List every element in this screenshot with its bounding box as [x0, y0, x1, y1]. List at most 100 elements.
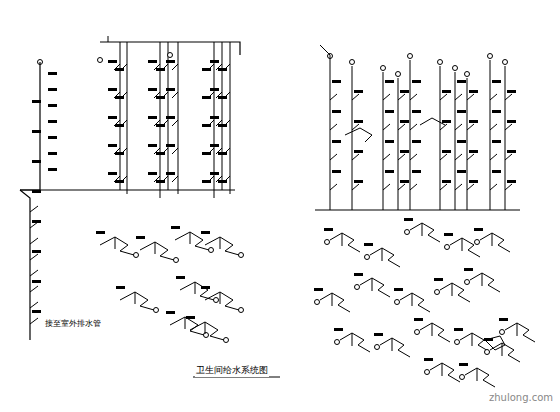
- pipe-line: [490, 124, 497, 130]
- riser-mark: [325, 240, 330, 245]
- pipe-tag: [48, 152, 57, 155]
- riser-mark: [239, 308, 244, 313]
- pipe-line: [372, 278, 373, 291]
- pipe-tag: [116, 286, 125, 289]
- pipe-line: [30, 318, 38, 324]
- pipe-tag: [469, 150, 478, 153]
- pipe-tag: [507, 180, 516, 183]
- pipe-tag: [464, 268, 473, 271]
- pipe-tag: [469, 120, 478, 123]
- pipe-tag: [492, 80, 501, 83]
- pipe-line: [505, 66, 506, 210]
- riser-mark: [154, 308, 159, 313]
- pipe-line: [465, 368, 495, 387]
- pipe-tag: [442, 180, 451, 183]
- pipe-line: [121, 120, 127, 126]
- pipe-line: [208, 92, 214, 98]
- pipe-tag: [442, 120, 451, 123]
- pipe-tag: [385, 140, 394, 143]
- pipe-line: [455, 154, 462, 160]
- pipe-line: [455, 184, 462, 190]
- pipe-tag: [108, 88, 117, 91]
- riser-mark: [415, 330, 420, 335]
- pipe-line: [332, 293, 333, 306]
- pipe-line: [205, 322, 206, 334]
- pipe-tag: [354, 180, 363, 183]
- pipe-tag: [148, 60, 157, 63]
- pipe-line: [172, 64, 178, 70]
- pipe-line: [140, 242, 174, 260]
- pipe-line: [382, 248, 383, 261]
- pipe-line: [20, 190, 30, 340]
- pipe-tag: [166, 60, 175, 63]
- pipe-line: [490, 94, 497, 100]
- pipe-line: [467, 184, 474, 190]
- pipe-line: [490, 154, 497, 160]
- pipe-line: [450, 238, 480, 257]
- pipe-tag: [442, 90, 451, 93]
- pipe-line: [162, 64, 168, 70]
- pipe-tag: [166, 172, 175, 175]
- pipe-line: [398, 94, 405, 100]
- pipe-tag: [412, 170, 421, 173]
- pipe-tag: [354, 90, 363, 93]
- pipe-tag: [457, 170, 466, 173]
- pipe-line: [383, 124, 390, 130]
- pipe-tag: [166, 88, 175, 91]
- pipe-tag: [48, 120, 57, 123]
- pipe-tag: [176, 276, 185, 279]
- riser-mark: [174, 258, 179, 263]
- riser-mark: [365, 255, 370, 260]
- pipe-line: [220, 237, 221, 249]
- pipe-line: [205, 237, 239, 255]
- pipe-tag: [148, 88, 157, 91]
- pipe-line: [30, 206, 38, 212]
- pipe-line: [224, 148, 230, 154]
- pipe-tag: [32, 100, 41, 103]
- pipe-line: [360, 278, 390, 297]
- pipe-line: [398, 124, 405, 130]
- pipe-tag: [469, 180, 478, 183]
- pipe-tag: [412, 140, 421, 143]
- pipe-line: [410, 154, 417, 160]
- pipe-tag: [457, 110, 466, 113]
- pipe-tag: [444, 233, 453, 236]
- pipe-line: [410, 223, 440, 242]
- pipe-line: [410, 94, 417, 100]
- pipe-line: [330, 60, 331, 210]
- pipe-line: [352, 184, 359, 190]
- pipes: [20, 36, 535, 387]
- pipe-line: [205, 292, 239, 310]
- pipe-line: [383, 184, 390, 190]
- pipe-tag: [442, 150, 451, 153]
- riser-mark: [134, 253, 139, 258]
- pipe-line: [352, 66, 353, 210]
- pipe-tag: [400, 90, 409, 93]
- pipe-tag: [166, 144, 175, 147]
- pipe-line: [352, 154, 359, 160]
- pipe-line: [467, 94, 474, 100]
- pipe-tag: [492, 140, 501, 143]
- pipe-line: [162, 92, 168, 98]
- pipe-line: [410, 60, 411, 210]
- pipe-tag: [400, 150, 409, 153]
- pipe-line: [190, 232, 191, 244]
- pipe-line: [315, 209, 520, 210]
- riser-mark: [425, 370, 430, 375]
- pipe-line: [330, 94, 337, 100]
- pipe-tag: [166, 116, 175, 119]
- pipe-tag: [404, 218, 413, 221]
- pipe-line: [30, 302, 38, 308]
- pipe-line: [208, 120, 214, 126]
- pipe-line: [224, 176, 230, 182]
- pipe-tag: [492, 170, 501, 173]
- pipe-line: [100, 237, 134, 255]
- riser-mark: [98, 58, 103, 63]
- pipe-tag: [201, 231, 210, 234]
- pipe-line: [410, 184, 417, 190]
- pipe-line: [420, 323, 450, 342]
- pipe-line: [490, 343, 520, 362]
- riser-mark: [381, 66, 386, 71]
- pipe-tag: [48, 72, 57, 75]
